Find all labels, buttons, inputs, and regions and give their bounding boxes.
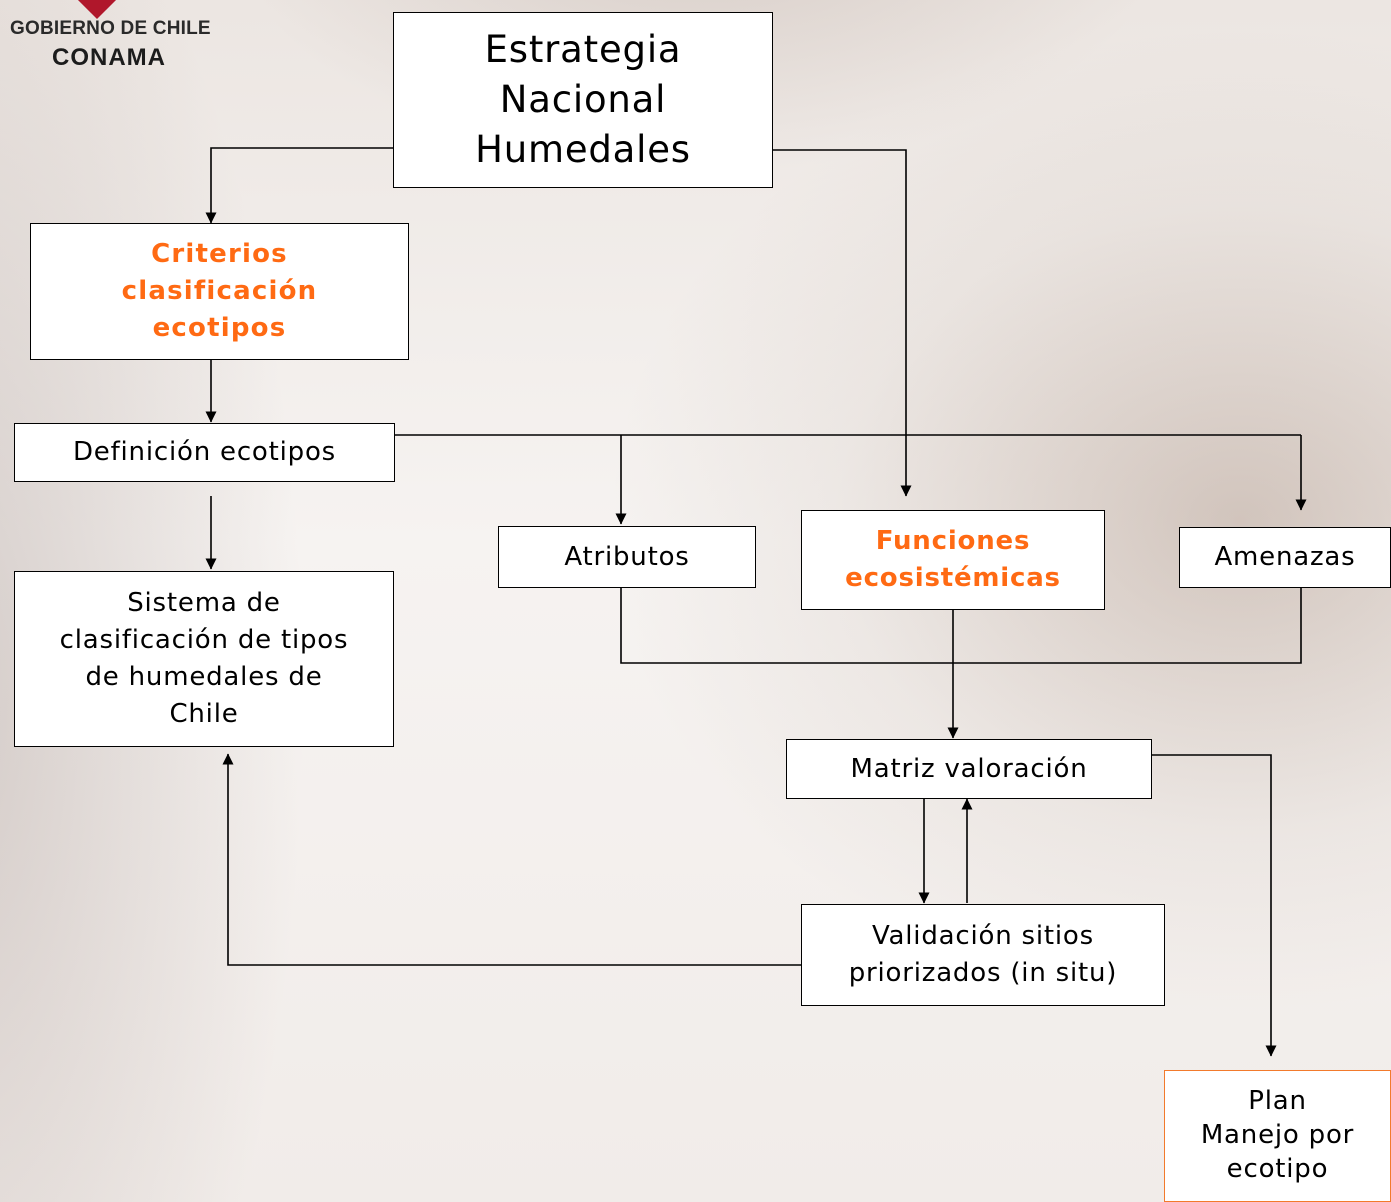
node-atributos: Atributos xyxy=(498,526,756,588)
edge-estrategia-to-funciones xyxy=(772,149,912,497)
logo-government-text: GOBIERNO DE CHILE xyxy=(10,18,211,39)
node-definicion: Definición ecotipos xyxy=(14,423,395,482)
edge-estrategia-to-criterios xyxy=(205,147,393,224)
node-funciones: Funciones ecosistémicas xyxy=(801,510,1105,610)
node-criterios: Criterios clasificación ecotipos xyxy=(30,223,409,360)
node-amenazas: Amenazas xyxy=(1179,527,1391,588)
node-matriz: Matriz valoración xyxy=(786,739,1152,799)
node-validacion: Validación sitios priorizados (in situ) xyxy=(801,904,1165,1006)
node-sistema: Sistema de clasificación de tipos de hum… xyxy=(14,571,394,747)
conama-logo: GOBIERNO DE CHILE CONAMA xyxy=(0,0,270,80)
node-plan: Plan Manejo por ecotipo xyxy=(1164,1070,1391,1202)
logo-conama-text: CONAMA xyxy=(52,44,166,71)
edge-atributos-amenazas-join xyxy=(620,588,1302,664)
node-estrategia: Estrategia Nacional Humedales xyxy=(393,12,773,188)
